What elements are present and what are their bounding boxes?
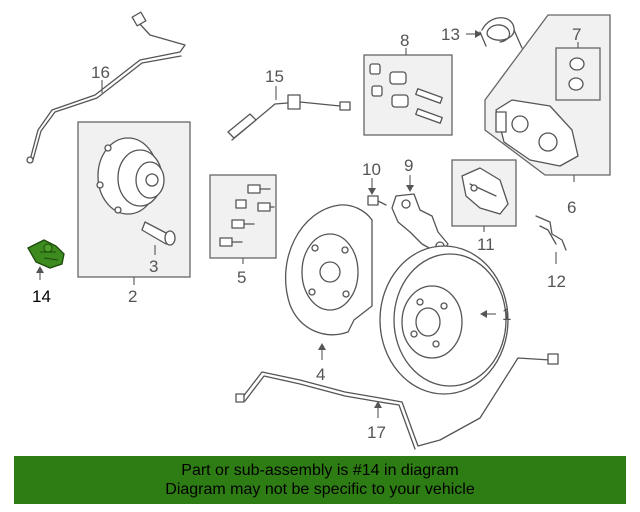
callout-1: 1 bbox=[502, 305, 511, 324]
banner-line-1: Part or sub-assembly is #14 in diagram bbox=[181, 462, 459, 479]
callout-11: 11 bbox=[477, 235, 495, 254]
callout-8: 8 bbox=[400, 31, 409, 50]
part-9-bracket bbox=[391, 193, 449, 255]
callout-15: 15 bbox=[265, 67, 284, 86]
part-11-pads bbox=[461, 167, 509, 215]
callout-17: 17 bbox=[367, 423, 386, 442]
callout-10: 10 bbox=[362, 160, 381, 179]
part-12-clip bbox=[535, 215, 567, 251]
callout-3: 3 bbox=[149, 257, 158, 276]
callout-9: 9 bbox=[404, 156, 413, 175]
part-6-caliper bbox=[495, 99, 579, 167]
part-4-dust-shield bbox=[285, 204, 373, 336]
part-17-brake-line bbox=[235, 353, 559, 450]
part-8-pins bbox=[369, 63, 443, 124]
part-13-spring bbox=[479, 17, 523, 49]
part-10-bolt bbox=[367, 195, 387, 206]
box-7-bleeder bbox=[555, 47, 601, 101]
part-5-bolts bbox=[219, 184, 275, 247]
part-16-brake-line bbox=[26, 11, 186, 164]
callout-7: 7 bbox=[572, 25, 581, 44]
callout-2: 2 bbox=[128, 287, 137, 306]
callout-16: 16 bbox=[91, 63, 110, 82]
callout-14: 14 bbox=[32, 287, 51, 306]
part-14-sensor bbox=[27, 239, 65, 269]
callout-12: 12 bbox=[547, 272, 566, 291]
parts-diagram: 16 3 2 14 15 5 bbox=[26, 11, 611, 450]
part-1-rotor bbox=[379, 245, 509, 395]
part-7-cap bbox=[568, 57, 585, 91]
part-2-hub-bearing bbox=[96, 137, 165, 215]
part-3-wheel-stud bbox=[141, 221, 176, 246]
banner-line-2: Diagram may not be specific to your vehi… bbox=[165, 481, 475, 498]
callout-6: 6 bbox=[567, 198, 576, 217]
callout-4: 4 bbox=[316, 365, 325, 384]
part-15-harness bbox=[227, 94, 351, 141]
info-banner: Part or sub-assembly is #14 in diagram D… bbox=[14, 456, 626, 504]
callout-13: 13 bbox=[441, 25, 460, 44]
callout-5: 5 bbox=[237, 268, 246, 287]
